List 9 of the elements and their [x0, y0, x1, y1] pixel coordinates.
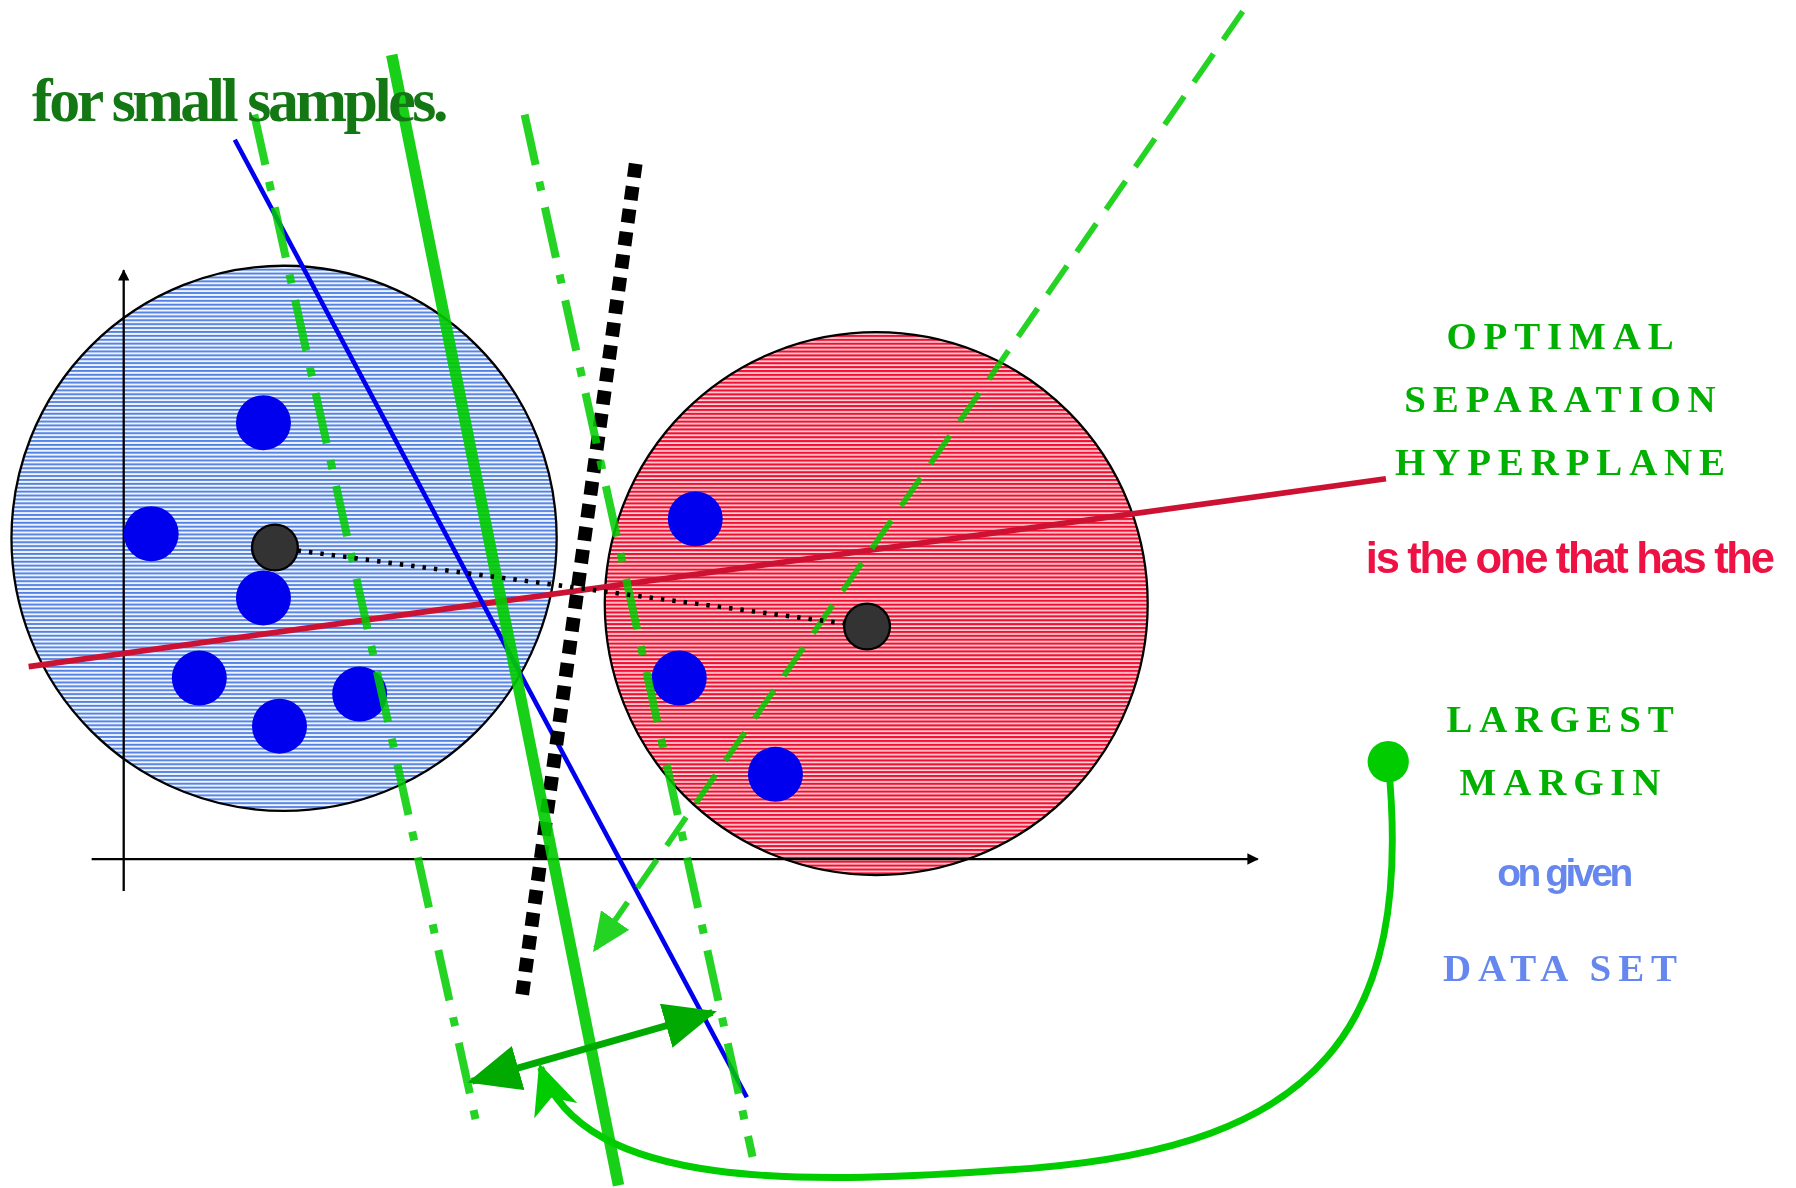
description-text: on given [1496, 849, 1632, 896]
cluster-center [843, 602, 892, 651]
leader-line [537, 740, 1409, 1181]
label-text: LARGEST MARGIN [1388, 687, 1739, 814]
title-text: OPTIMAL SEPARATION HYPERPLANE [1394, 312, 1733, 485]
distance-line [297, 548, 845, 626]
cluster-center [250, 523, 299, 572]
description-text: is the one that has the [1364, 532, 1775, 584]
description-text: DATA SET [1442, 944, 1685, 991]
